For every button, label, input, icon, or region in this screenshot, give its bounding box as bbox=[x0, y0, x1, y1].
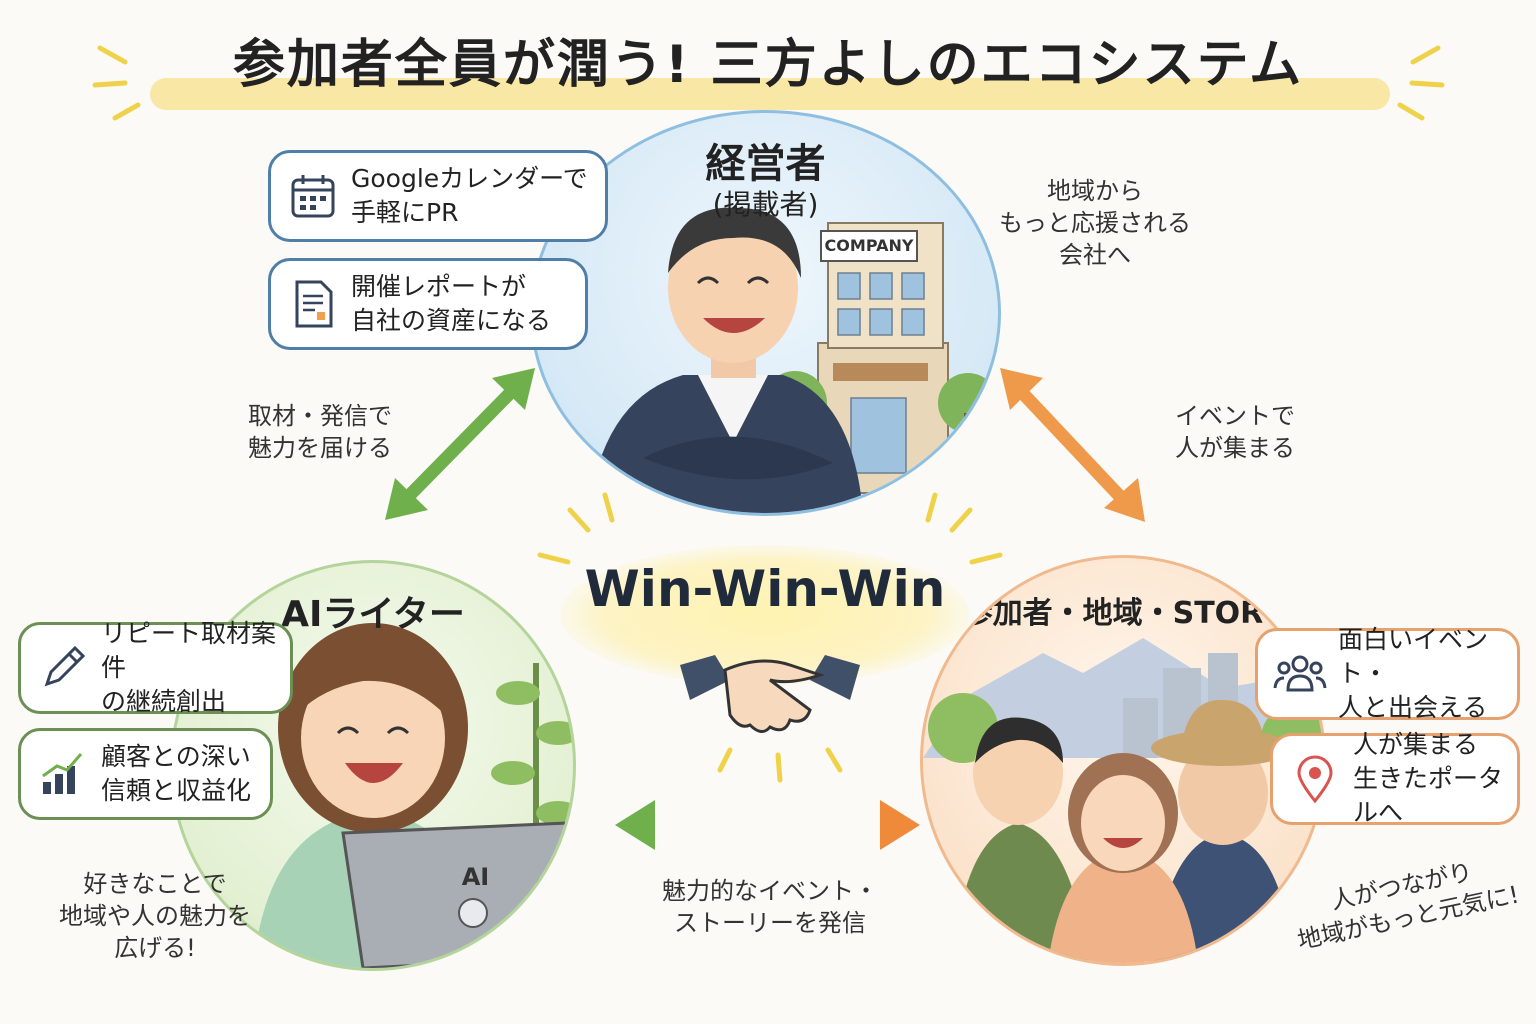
title-sparks bbox=[92, 45, 1445, 121]
owner-card-report: 開催レポートが 自社の資産になる bbox=[268, 258, 588, 350]
location-pin-icon bbox=[1297, 755, 1333, 804]
community-card-portal: 人が集まる 生きたポータルへ bbox=[1270, 730, 1520, 827]
community-circle: 参加者・地域・STORY bbox=[920, 555, 1326, 966]
people-icon bbox=[1273, 655, 1327, 692]
laptop-label: AI bbox=[461, 863, 490, 891]
flow-label-writer-community: 魅力的なイベント・ ストーリーを発信 bbox=[662, 877, 878, 937]
community-illustration bbox=[923, 638, 1323, 963]
arrow-writer-community bbox=[615, 800, 920, 850]
owner-note: 地域から もっと応援される 会社へ bbox=[999, 177, 1191, 269]
writer-illustration bbox=[253, 623, 573, 968]
community-card-events: 面白いイベント・ 人と出会える bbox=[1255, 625, 1520, 722]
community-card-events-text: 面白いイベント・ 人と出会える bbox=[1338, 625, 1489, 722]
writer-card-trust: 顧客との深い 信頼と収益化 bbox=[18, 728, 273, 820]
community-card-portal-text: 人が集まる 生きたポータルへ bbox=[1353, 730, 1504, 827]
growth-chart-icon bbox=[42, 753, 83, 794]
center-sparks bbox=[537, 492, 1003, 783]
owner-card-calendar-text: Googleカレンダーで 手軽にPR bbox=[351, 164, 588, 227]
community-heading: 参加者・地域・STORY bbox=[962, 596, 1284, 631]
owner-card-calendar: Googleカレンダーで 手軽にPR bbox=[268, 150, 608, 242]
title-highlight bbox=[150, 78, 1390, 110]
owner-circle: 経営者 (掲載者) COMPANY bbox=[530, 110, 1001, 516]
writer-heading: AIライター bbox=[281, 594, 465, 635]
owner-heading: 経営者 bbox=[705, 141, 826, 187]
flow-label-writer-owner: 取材・発信で 魅力を届ける bbox=[248, 402, 392, 462]
document-icon bbox=[295, 280, 333, 328]
owner-illustration bbox=[588, 207, 998, 513]
arrow-writer-owner bbox=[385, 368, 535, 520]
writer-circle: AIライター AI bbox=[170, 560, 576, 971]
writer-note: 好きなことで 地域や人の魅力を 広げる! bbox=[59, 870, 251, 962]
owner-card-report-text: 開催レポートが 自社の資産になる bbox=[351, 272, 552, 335]
calendar-icon bbox=[291, 175, 335, 218]
arrow-owner-community bbox=[1000, 368, 1145, 522]
writer-card-repeat: リピート取材案件 の継続創出 bbox=[18, 619, 293, 716]
page-title: 参加者全員が潤う! 三方よしのエコシステム bbox=[232, 35, 1304, 95]
flow-label-owner-community: イベントで 人が集まる bbox=[1175, 402, 1295, 462]
pen-icon bbox=[44, 645, 86, 687]
building-sign: COMPANY bbox=[824, 236, 914, 255]
handshake-icon bbox=[680, 655, 860, 733]
owner-subheading: (掲載者) bbox=[712, 188, 819, 221]
writer-card-repeat-text: リピート取材案件 の継続創出 bbox=[101, 619, 277, 716]
writer-card-trust-text: 顧客との深い 信頼と収益化 bbox=[101, 742, 252, 805]
center-label: Win-Win-Win bbox=[584, 560, 946, 618]
